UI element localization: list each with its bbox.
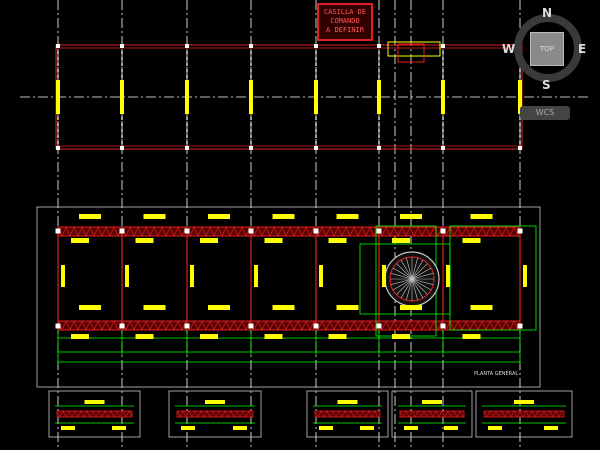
viewcube-top-face[interactable]: TOP — [530, 32, 564, 66]
detail-view[interactable] — [48, 390, 141, 438]
roof-truss-plan[interactable] — [55, 41, 523, 150]
circular-dome[interactable] — [384, 251, 440, 307]
title-block: CASILLA DE COMANDO A DEFINIR — [317, 3, 373, 41]
detail-view[interactable] — [168, 390, 262, 438]
plan-title: PLANTA GENERAL — [474, 371, 519, 377]
member-tags — [61, 214, 527, 339]
compass-north[interactable]: N — [542, 6, 553, 20]
title-line-1: CASILLA DE — [323, 8, 367, 16]
compass-west[interactable]: W — [502, 42, 516, 56]
column-nodes — [55, 44, 523, 329]
detail-view[interactable] — [306, 390, 389, 438]
title-line-3: A DEFINIR — [326, 26, 364, 34]
viewcube[interactable]: TOP N S E W — [502, 6, 588, 92]
detail-view[interactable] — [391, 390, 473, 438]
dimension-lines — [57, 225, 537, 365]
detail-view[interactable] — [475, 390, 573, 438]
title-line-2: COMANDO — [330, 17, 360, 25]
detail-views[interactable] — [48, 390, 573, 438]
wcs-menu[interactable]: WCS — [520, 106, 570, 120]
grid-axes — [20, 0, 590, 450]
compass-east[interactable]: E — [578, 42, 587, 56]
compass-ring[interactable] — [514, 14, 582, 82]
compass-south[interactable]: S — [542, 78, 551, 92]
general-plan[interactable] — [36, 44, 541, 388]
